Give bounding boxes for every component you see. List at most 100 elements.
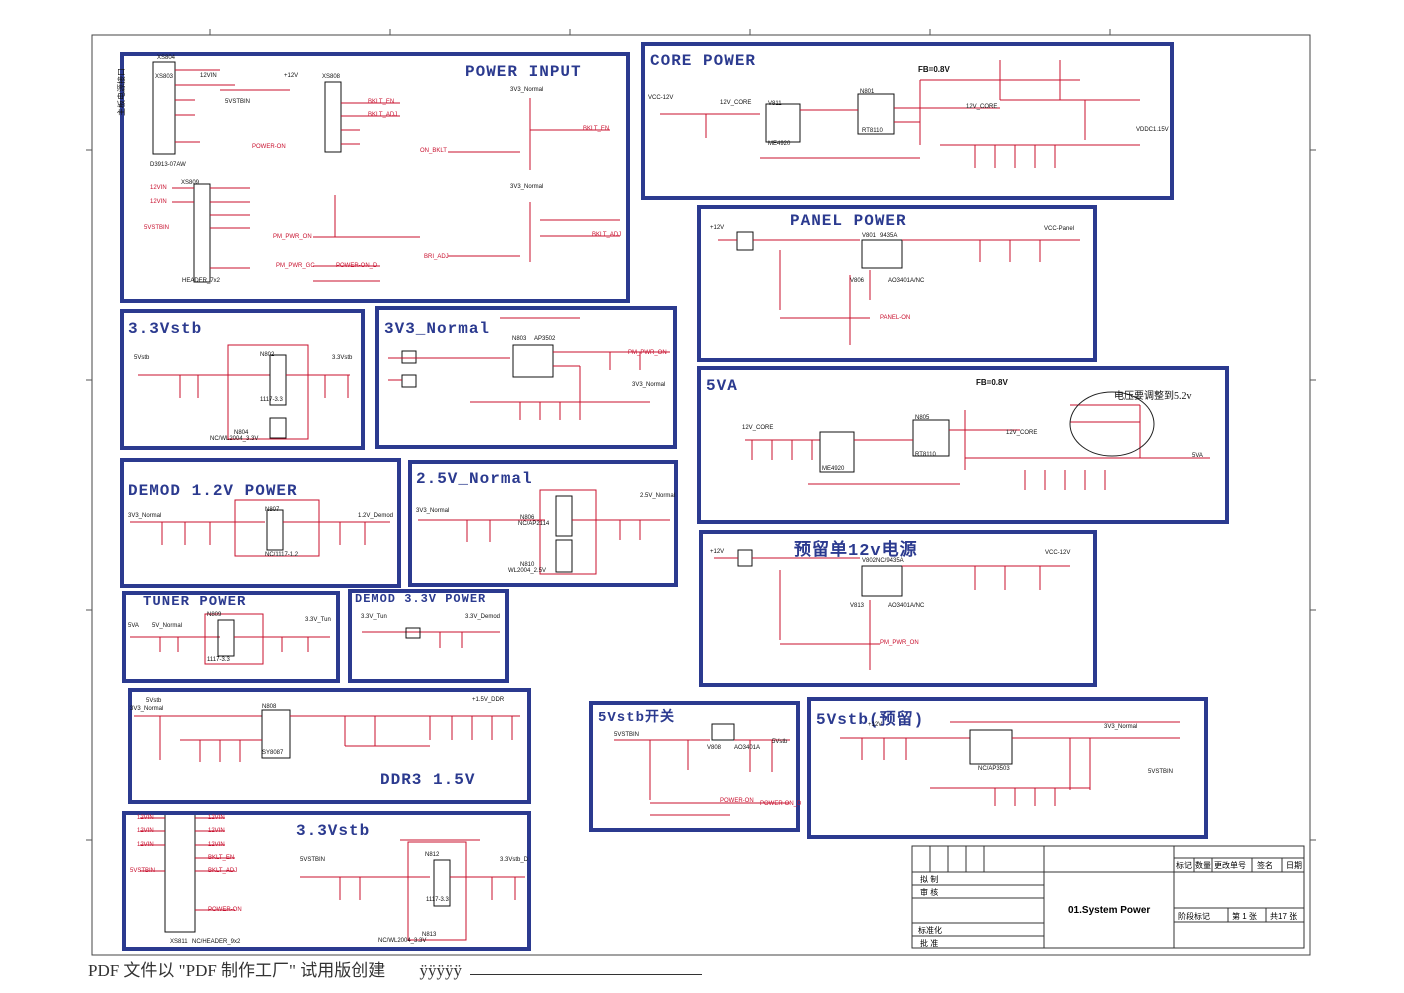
net-power-on-c: POWER-ON: [208, 907, 242, 913]
net-12v-core-a: 12V_CORE: [720, 100, 752, 106]
net-3v3-normal-g: 3V3_Normal: [1104, 724, 1138, 730]
tb-sign: 签名: [1257, 861, 1273, 870]
part-v801: V801: [862, 233, 877, 239]
part-me4920b: ME4920: [822, 466, 845, 472]
net-3v3-tun-a: 3.3V_Tun: [305, 617, 331, 623]
block-demod12: [120, 458, 401, 588]
panel-power-wires: [718, 231, 1080, 345]
part-nc-wl2004b: NC/WL2004_3.3V: [378, 938, 427, 944]
net-power-on-b: POWER-ON: [720, 798, 754, 804]
net-power-on-d: POWER-ON_D: [336, 263, 378, 269]
title-core-power: CORE POWER: [650, 52, 757, 70]
title-demod33: DEMOD 3.3V POWER: [355, 592, 487, 606]
title-demod12: DEMOD 1.2V POWER: [128, 482, 298, 500]
block-2v5-normal: [408, 460, 678, 587]
net-bklt-en-b: BKLT_EN: [583, 126, 610, 132]
net-on-bklt: ON_BKLT: [420, 148, 447, 154]
net-bklt-adj-b: BKLT_ADJ: [592, 232, 622, 238]
note-vertical-cn: 主板电源接口: [117, 68, 126, 116]
block-ddr3: [128, 688, 531, 804]
net-3v3-normal-c: 3V3_Normal: [632, 382, 666, 388]
net-pm-pwr-gc: PM_PWR_GC: [276, 263, 315, 269]
net-3v3-normal-f: 3V3_Normal: [130, 706, 164, 712]
part-me4920a: ME4920: [768, 141, 791, 147]
part-v806: V806: [850, 278, 865, 284]
part-n802: N802: [260, 352, 275, 358]
adjust-note-ellipse: [1069, 391, 1155, 457]
block-3v3stb-b: [122, 811, 531, 951]
net-3v3-tun-b: 3.3V_Tun: [361, 614, 387, 620]
title-3v3-normal: 3V3_Normal: [384, 320, 491, 338]
block-power-input: [120, 52, 630, 303]
net-5vstb-b: 5Vstb: [146, 698, 162, 704]
note-fb-core: FB=0.8V: [918, 65, 950, 74]
net-5vstbin-e: 5VSTBIN: [130, 868, 156, 874]
title-power-input: POWER INPUT: [465, 63, 582, 81]
block-reserve12: [699, 530, 1097, 687]
tb-sheet-total: 共17 张: [1270, 912, 1298, 921]
net-2v5-normal: 2.5V_Normal: [640, 493, 676, 499]
part-v9435: 9435A: [880, 233, 898, 239]
net-vddc: VDDC1.15V: [1136, 127, 1169, 133]
part-nc9435: NC/9435A: [876, 558, 904, 564]
block-panel-power: [697, 205, 1097, 362]
core-power-wires: [660, 60, 1140, 168]
block-demod33: [348, 589, 509, 683]
net-3v3stb-d: 3.3Vstb_D: [500, 857, 529, 863]
part-n804: N804: [234, 430, 249, 436]
block-3v3-normal: [375, 306, 677, 449]
net-power-on-a: POWER-ON: [252, 144, 286, 150]
title-reserve12: 预留单12v电源: [794, 542, 918, 561]
net-plus12v-d: +12V: [868, 722, 883, 728]
part-n808: N808: [262, 704, 277, 710]
part-nc-ap3503: NC/AP3503: [978, 766, 1010, 772]
part-ap3502: AP3502: [534, 336, 556, 342]
part-xs811: XS811: [170, 939, 188, 945]
demod33-wires: [362, 627, 500, 648]
sw5vstb-wires: [614, 723, 790, 816]
part-v811: V811: [768, 101, 782, 107]
block-5vstb-reserve: [807, 697, 1208, 839]
net-vcc12v-b: VCC-12V: [1045, 550, 1071, 556]
net-12v-demod: 1.2V_Demod: [358, 513, 394, 519]
part-n810: N810: [520, 562, 535, 568]
note-fb-5va: FB=0.8V: [976, 378, 1008, 387]
block-5vstb-switch: [589, 701, 800, 832]
title-3v3stb-a: 3.3Vstb: [128, 320, 203, 338]
tb-stage: 阶段标记: [1178, 912, 1210, 921]
net-5vstbin-b: 5VSTBIN: [144, 225, 170, 231]
part-rt8110a: RT8110: [862, 128, 883, 134]
net-5v-normal: 5V_Normal: [152, 623, 183, 629]
part-nc-ap2114: NC/AP2114: [518, 521, 550, 527]
part-ao3401c: AO3401A: [734, 745, 761, 751]
net-33vstb-a: 3.3Vstb: [332, 355, 353, 361]
res5vstb-wires: [840, 721, 1180, 806]
net-bri-adj: BRI_ADJ: [424, 254, 449, 260]
part-u1117a: 1117-3.3: [260, 397, 283, 403]
part-wl2004-25: WL2004_2.5V: [508, 568, 547, 574]
net-vcc12v-a: VCC-12V: [648, 95, 674, 101]
block-3v3stb-a: [120, 309, 365, 450]
title-block: [911, 845, 1305, 949]
net-12vin-b: 12VIN: [150, 185, 167, 191]
part-d3913: D3913-07AW: [150, 162, 186, 168]
net-5vstbin-f: 5VSTBIN: [300, 857, 326, 863]
block-tuner: [122, 591, 340, 683]
part-rt8110b: RT8110: [915, 452, 936, 458]
title-panel-power: PANEL POWER: [790, 212, 907, 230]
v33stb-a-wires: [138, 344, 350, 440]
part-header9x2: NC/HEADER_9x2: [192, 939, 241, 945]
net-plus12v-c: +12V: [710, 549, 725, 555]
part-xs803: XS803: [155, 74, 174, 80]
tb-date: 日期: [1286, 861, 1302, 870]
power-input-wires: [152, 61, 620, 283]
net-bklt-adj-c: BKLT_ADJ: [208, 868, 238, 874]
part-ao3401b: AO3401A/NC: [888, 603, 925, 609]
block-5va: [697, 366, 1229, 524]
net-12vin-g: 12VIN: [208, 815, 225, 821]
net-5vstbin-d: 5VSTBIN: [1148, 769, 1174, 775]
tuner-wires: [130, 613, 330, 665]
part-v808: V808: [707, 745, 722, 751]
net-12vin-f: 12VIN: [137, 842, 154, 848]
